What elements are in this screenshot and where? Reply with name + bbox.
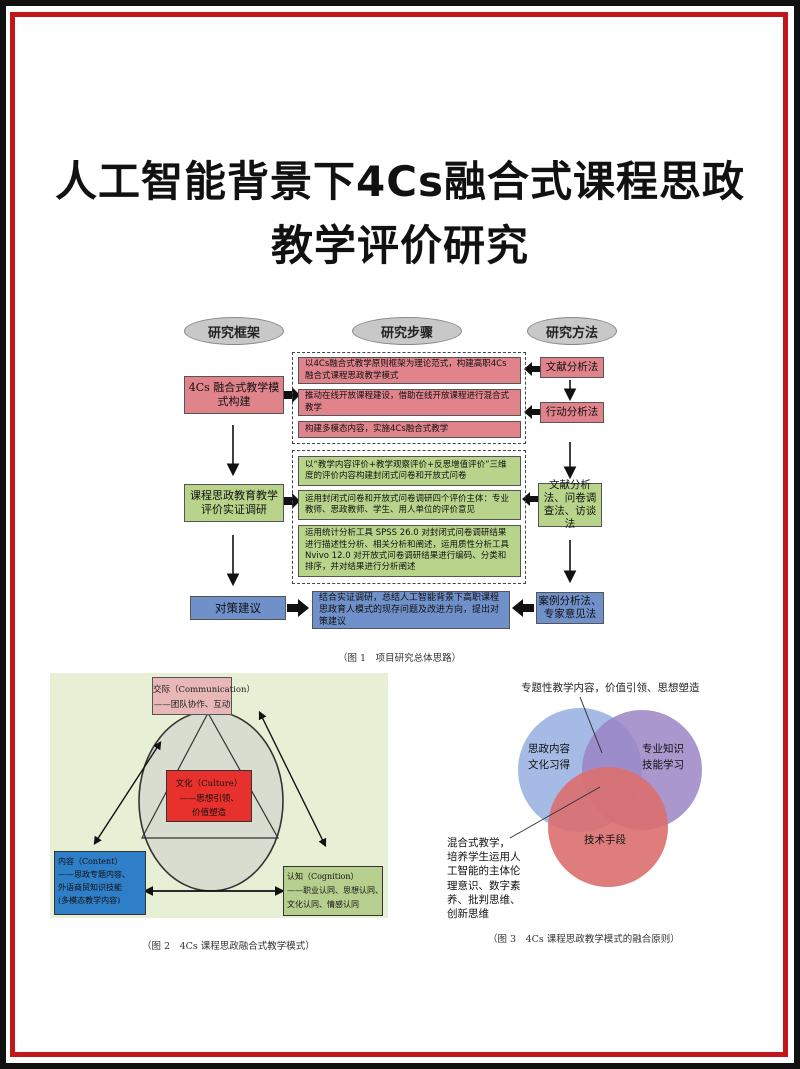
step-3: 构建多模态内容，实施4Cs融合式教学 — [298, 421, 521, 438]
page-title-line1: 人工智能背景下4Cs融合式课程思政 — [54, 157, 746, 206]
fig3-side-line-4: 理意识、数字素 — [447, 879, 521, 892]
fig3-circle1-line2: 文化习得 — [528, 758, 570, 771]
fig2-communication-box: 交际（Communication） ——团队协作、互动 — [152, 677, 255, 715]
fig3-circle1-line1: 思政内容 — [528, 743, 570, 755]
step-5: 运用封闭式问卷和开放式问卷调研四个评价主体：专业教师、思政教师、学生、用人单位的… — [298, 490, 521, 520]
fig3-top-label: 专题性教学内容，价值引领、思想塑造 — [521, 682, 700, 694]
fig1-arrows — [226, 380, 577, 587]
fig1-block-arrow-left-1 — [524, 362, 540, 376]
method-survey: 文献分析法、问卷调查法、访谈法 — [538, 479, 602, 530]
fig1-block-arrow-right-3 — [287, 599, 309, 617]
fig3-circle-professional-label: 专业知识 技能学习 — [638, 742, 688, 774]
fig3-venn-diagram — [509, 696, 702, 887]
framework-box-suggestions: 对策建议 — [190, 596, 286, 620]
fig1-block-arrow-left-2 — [524, 405, 540, 419]
fig2-communication-title: 交际（Communication） — [153, 685, 255, 695]
fig3-side-line-3: 工智能的主体伦 — [447, 865, 521, 878]
fig3-side-label: 混合式教学， 培养学生运用人 工智能的主体伦 理意识、数字素 养、批判思维、 创… — [447, 836, 521, 921]
step-4: 以“教学内容评价+教学观察评价+反思增值评价”三维度的评价内容构建封闭式问卷和开… — [298, 456, 521, 486]
figure-1-caption: （图 1 项目研究总体思路） — [338, 653, 462, 664]
fig3-circle-technology-label: 技术手段 — [584, 834, 626, 846]
fig2-content-desc3: (多模态教学内容) — [58, 896, 121, 905]
fig3-circle-ideology-label: 思政内容 文化习得 — [524, 742, 574, 774]
step-6: 运用统计分析工具 SPSS 26.0 对封闭式问卷调研结果进行描述性分析、相关分… — [298, 525, 521, 577]
fig3-circle2-line2: 技能学习 — [642, 758, 684, 771]
header-steps: 研究步骤 — [352, 317, 462, 345]
method-literature: 文献分析法 — [540, 357, 604, 378]
step-7: 结合实证调研，总结人工智能背景下高职课程思政育人模式的现存问题及改进方向，提出对… — [312, 591, 510, 629]
fig1-block-arrow-left-3 — [522, 492, 538, 506]
fig2-culture-desc2: 价值塑造 — [191, 808, 226, 818]
framework-box-empirical-survey: 课程思政教育教学评价实证调研 — [184, 484, 284, 522]
fig3-side-line-1: 混合式教学， — [447, 837, 510, 849]
fig3-side-line-5: 养、批判思维、 — [447, 893, 521, 906]
fig2-cognition-desc1: ——职业认同、思想认同、 — [287, 886, 383, 895]
step-1: 以4Cs融合式教学原则框架为理论范式，构建高职4Cs融合式课程思政教学模式 — [298, 357, 521, 384]
fig2-content-desc2: 外语商贸知识技能 — [58, 883, 122, 892]
fig3-side-line-2: 培养学生运用人 — [447, 851, 521, 864]
header-methods: 研究方法 — [527, 317, 617, 345]
page-title-line2: 教学评价研究 — [270, 221, 529, 270]
fig2-cognition-box: 认知（Cognition） ——职业认同、思想认同、 文化认同、情感认同 — [283, 866, 383, 916]
fig2-content-desc1: ——思政专题内容、 — [58, 870, 130, 879]
red-frame — [10, 12, 788, 1057]
method-case: 案例分析法、专家意见法 — [536, 592, 604, 624]
fig2-culture-title: 文化（Culture） — [175, 779, 243, 789]
fig2-content-title: 内容（Content） — [58, 857, 123, 866]
fig2-culture-desc1: ——思想引领、 — [179, 794, 239, 804]
venn-circle-technology — [548, 767, 668, 887]
fig2-cognition-desc2: 文化认同、情感认同 — [287, 900, 359, 909]
figure-2-caption: （图 2 4Cs 课程思政融合式教学模式） — [142, 941, 315, 952]
step-2: 推动在线开放课程建设，借助在线开放课程进行混合式教学 — [298, 389, 521, 416]
fig2-cognition-title: 认知（Cognition） — [287, 872, 359, 881]
fig2-culture-box: 文化（Culture） ——思想引领、 价值塑造 — [166, 770, 252, 822]
method-action: 行动分析法 — [540, 402, 604, 423]
fig1-block-arrow-left-4 — [512, 599, 534, 617]
fig3-side-line-6: 创新思维 — [447, 907, 489, 920]
framework-box-model-construction: 4Cs 融合式教学模式构建 — [184, 376, 284, 414]
fig2-content-box: 内容（Content） ——思政专题内容、 外语商贸知识技能 (多模态教学内容) — [54, 851, 146, 915]
fig2-communication-desc: ——团队协作、互动 — [153, 700, 231, 710]
steps-group-2 — [292, 450, 526, 584]
fig3-circle2-line1: 专业知识 — [642, 743, 684, 755]
header-framework: 研究框架 — [184, 317, 284, 345]
steps-group-1 — [292, 352, 526, 444]
figure-3-caption: （图 3 4Cs 课程思政教学模式的融合原则） — [488, 934, 680, 945]
